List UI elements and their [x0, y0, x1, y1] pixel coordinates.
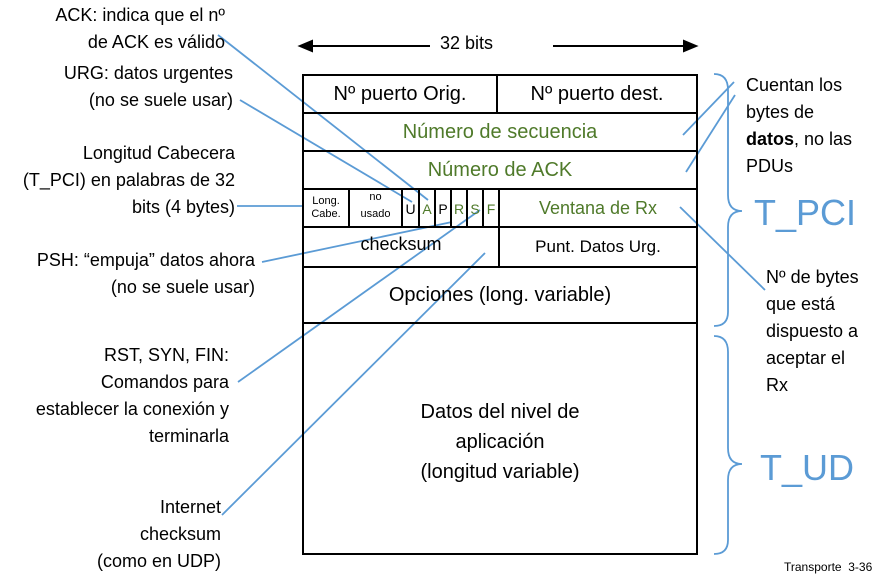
- rst-annotation-line4: terminarla: [148, 426, 229, 446]
- urg-annotation-line1: URG: datos urgentes: [63, 63, 233, 83]
- urgent-pointer-field: Punt. Datos Urg.: [535, 237, 661, 256]
- window-annotation: Nº de bytes que está dispuesto a aceptar…: [766, 264, 859, 399]
- flag-urg: U: [405, 201, 416, 217]
- unused-line1: no: [369, 191, 382, 203]
- rst-annotation-line2: Comandos para: [100, 372, 229, 392]
- tud-label: T_UD: [760, 447, 855, 488]
- win-annotation-line5: Rx: [766, 375, 788, 395]
- receive-window-field: Ventana de Rx: [538, 197, 658, 218]
- psh-flag-annotation: PSH: “empuja” datos ahora (no se suele u…: [37, 247, 255, 301]
- data-line1: Datos del nivel de: [420, 400, 580, 423]
- win-annotation-line2: que está: [766, 294, 836, 314]
- header-length-field: Long. Cabe.: [304, 190, 348, 226]
- sequence-count-annotation: Cuentan los bytes de datos, no las PDUs: [746, 72, 852, 180]
- unused-line2: usado: [360, 208, 391, 220]
- row-divider: [302, 226, 698, 228]
- win-annotation-line1: Nº de bytes: [766, 267, 859, 287]
- count-annotation-rest: , no las: [794, 129, 853, 149]
- data-line2: aplicación: [455, 430, 545, 453]
- col-divider: [498, 188, 500, 226]
- psh-annotation-line2: (no se suele usar): [110, 277, 255, 297]
- len-annotation-line1: Longitud Cabecera: [82, 143, 235, 163]
- checksum-field: checksum: [360, 234, 442, 254]
- flag-syn: S: [470, 201, 480, 217]
- urg-annotation-line2: (no se suele usar): [88, 90, 233, 110]
- tpci-label: T_PCI: [754, 192, 857, 233]
- psh-annotation-line1: PSH: “empuja” datos ahora: [36, 250, 255, 270]
- row-divider: [302, 266, 698, 268]
- count-annotation-line4: PDUs: [746, 156, 794, 176]
- row-divider: [302, 322, 698, 324]
- rst-annotation-line1: RST, SYN, FIN:: [103, 345, 229, 365]
- flag-fin: F: [486, 201, 496, 217]
- width-arrow: [297, 39, 699, 53]
- len-annotation-line2: (T_PCI) en palabras de 32: [22, 170, 235, 190]
- data-line3: (longitud variable): [420, 460, 580, 483]
- col-divider: [482, 188, 484, 226]
- checksum-annotation: Internet checksum (como en UDP): [97, 494, 221, 575]
- ack-annotation-line2: de ACK es válido: [87, 32, 225, 52]
- win-annotation-line3: dispuesto a: [766, 321, 859, 341]
- col-divider: [401, 188, 403, 226]
- options-field: Opciones (long. variable): [388, 283, 612, 306]
- tpci-brace: [713, 73, 743, 327]
- ack-number-field: Número de ACK: [427, 158, 573, 181]
- row-divider: [302, 150, 698, 152]
- col-divider: [450, 188, 452, 226]
- col-divider: [434, 188, 436, 226]
- unused-field: no usado: [350, 190, 401, 226]
- sequence-number-field: Número de secuencia: [402, 120, 598, 143]
- col-divider: [348, 188, 350, 226]
- count-annotation-line3: datos, no las: [746, 126, 852, 153]
- len-annotation-line3: bits (4 bytes): [131, 197, 235, 217]
- col-divider: [418, 188, 420, 226]
- header-length-line1: Long.: [312, 195, 340, 207]
- col-divider: [466, 188, 468, 226]
- cks-annotation-line1: Internet: [159, 497, 221, 517]
- tud-brace: [713, 335, 743, 555]
- count-annotation-bold: datos: [746, 129, 795, 149]
- header-length-line2: Cabe.: [311, 208, 341, 220]
- col-divider: [496, 74, 498, 112]
- rst-annotation-line3: establecer la conexión y: [35, 399, 229, 419]
- urg-flag-annotation: URG: datos urgentes (no se suele usar): [64, 60, 233, 114]
- row-divider: [302, 112, 698, 114]
- ack-flag-annotation: ACK: indica que el nº de ACK es válido: [55, 2, 225, 56]
- count-annotation-line1: Cuentan los: [746, 75, 843, 95]
- flag-ack: A: [422, 201, 432, 217]
- col-divider: [498, 226, 500, 266]
- count-annotation-line2: bytes de: [746, 102, 815, 122]
- cks-annotation-line2: checksum: [139, 524, 221, 544]
- width-label: 32 bits: [440, 33, 494, 53]
- flag-psh: P: [438, 201, 448, 217]
- cks-annotation-line3: (como en UDP): [96, 551, 221, 571]
- source-port-field: Nº puerto Orig.: [333, 82, 467, 105]
- ack-annotation-line1: ACK: indica que el nº: [55, 5, 225, 25]
- win-annotation-line4: aceptar el: [766, 348, 846, 368]
- tcp-segment-table: [302, 74, 698, 555]
- rst-syn-fin-annotation: RST, SYN, FIN: Comandos para establecer …: [36, 342, 229, 450]
- page-number: Transporte 3-36: [784, 560, 873, 574]
- dest-port-field: Nº puerto dest.: [530, 82, 664, 105]
- application-data-field: Datos del nivel de aplicación (longitud …: [304, 324, 696, 553]
- flag-rst: R: [453, 201, 465, 217]
- row-divider: [302, 188, 698, 190]
- header-length-annotation: Longitud Cabecera (T_PCI) en palabras de…: [23, 140, 235, 221]
